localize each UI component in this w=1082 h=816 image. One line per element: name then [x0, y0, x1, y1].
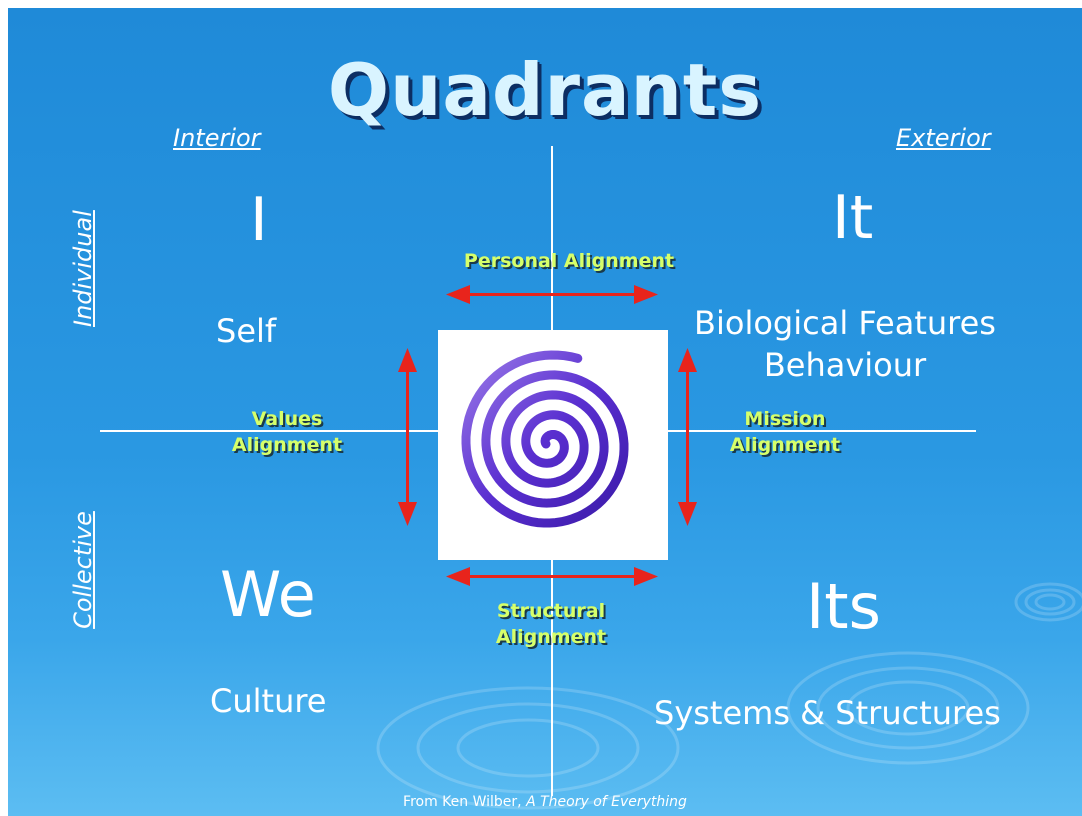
mission-alignment-line2: Alignment	[729, 434, 841, 456]
mission-alignment-label: Mission Alignment	[710, 406, 860, 458]
personal-alignment-label: Personal Alignment	[463, 250, 675, 272]
source-prefix: From Ken Wilber,	[403, 794, 527, 810]
source-work-title: A Theory of Everything	[526, 794, 687, 810]
slide: Quadrants Interior Exterior Individual C…	[8, 8, 1082, 816]
structural-alignment-line2: Alignment	[495, 626, 607, 648]
values-alignment-label: Values Alignment	[212, 406, 362, 458]
biological-features-label: Biological Features	[694, 304, 996, 342]
values-alignment-line2: Alignment	[231, 434, 343, 456]
exterior-axis-label: Exterior	[896, 124, 991, 152]
quadrant-we-pronoun: We	[220, 558, 316, 631]
quadrant-its-pronoun: Its	[806, 570, 881, 643]
spiral-icon	[461, 350, 629, 528]
vertical-axis-bottom	[551, 560, 553, 796]
quadrant-i-pronoun: I	[250, 185, 268, 255]
horizontal-axis-right	[668, 430, 976, 432]
quadrant-self-label: Self	[216, 312, 277, 350]
water-ripple-decoration	[376, 582, 1082, 810]
values-alignment-line1: Values	[251, 408, 323, 430]
structural-alignment-line1: Structural	[496, 600, 606, 622]
spiral-image	[438, 330, 668, 560]
quadrant-upper-right-label: Biological Features Behaviour	[690, 302, 1000, 386]
diagram-title: Quadrants	[327, 48, 763, 132]
individual-axis-label: Individual	[69, 210, 97, 327]
quadrant-it-pronoun: It	[832, 183, 874, 253]
vertical-axis-top	[551, 146, 553, 330]
interior-axis-label: Interior	[173, 124, 261, 152]
quadrant-systems-label: Systems & Structures	[654, 694, 1001, 732]
quadrant-culture-label: Culture	[210, 682, 327, 720]
mission-alignment-line1: Mission	[744, 408, 826, 430]
structural-alignment-label: Structural Alignment	[476, 598, 626, 650]
source-citation: From Ken Wilber, A Theory of Everything	[8, 794, 1082, 810]
behaviour-label: Behaviour	[763, 346, 927, 384]
horizontal-axis-left	[100, 430, 446, 432]
collective-axis-label: Collective	[69, 511, 97, 629]
